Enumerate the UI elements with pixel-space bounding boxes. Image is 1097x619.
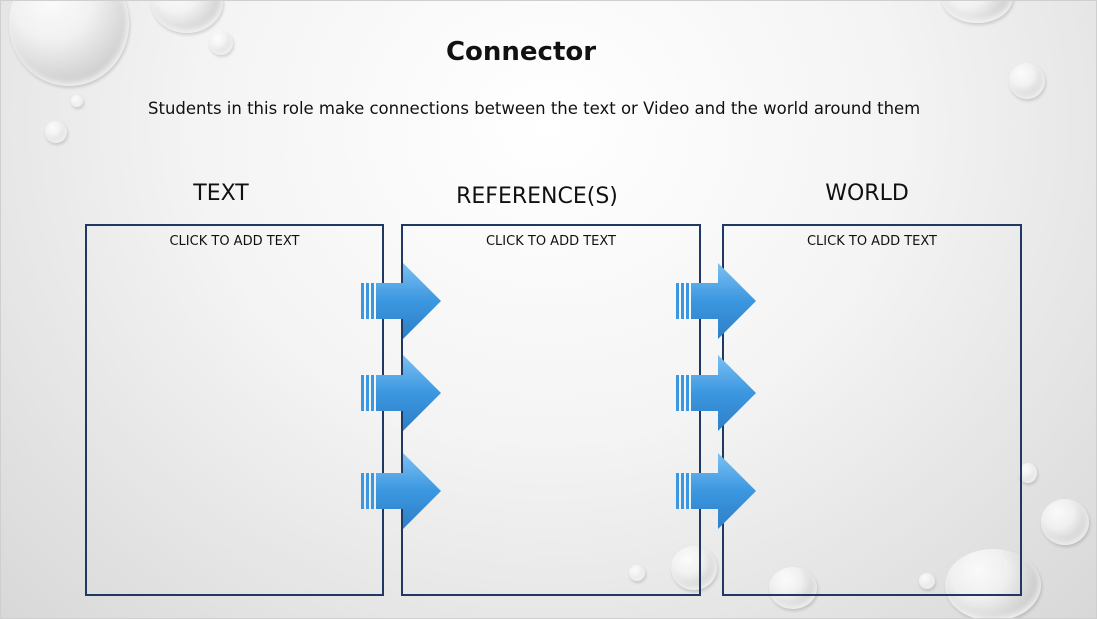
chevron-right-arrow-icon bbox=[676, 355, 756, 431]
world-box[interactable]: CLICK TO ADD TEXT bbox=[722, 224, 1022, 596]
column-heading-text[interactable]: TEXT bbox=[193, 181, 249, 206]
water-drop-decoration bbox=[769, 567, 817, 609]
water-drop-decoration bbox=[629, 565, 645, 581]
water-drop-decoration bbox=[1009, 63, 1045, 99]
references-box-placeholder[interactable]: CLICK TO ADD TEXT bbox=[485, 234, 616, 249]
chevron-right-arrow-icon bbox=[676, 453, 756, 529]
chevron-right-arrow-icon bbox=[361, 453, 441, 529]
chevron-right-arrow-icon bbox=[361, 263, 441, 339]
chevron-right-arrow-icon bbox=[676, 263, 756, 339]
text-box[interactable]: CLICK TO ADD TEXT bbox=[85, 224, 384, 596]
column-heading-references[interactable]: REFERENCE(S) bbox=[456, 184, 618, 209]
water-drop-decoration bbox=[71, 95, 83, 107]
water-drop-decoration bbox=[45, 121, 67, 143]
water-drop-decoration bbox=[1019, 463, 1037, 483]
water-drop-decoration bbox=[151, 1, 223, 33]
water-drop-decoration bbox=[919, 573, 935, 589]
water-drop-decoration bbox=[941, 1, 1013, 23]
chevron-right-arrow-icon bbox=[361, 355, 441, 431]
water-drop-decoration bbox=[1041, 499, 1089, 545]
references-box[interactable]: CLICK TO ADD TEXT bbox=[401, 224, 701, 596]
slide-subtitle[interactable]: Students in this role make connections b… bbox=[148, 99, 921, 118]
world-box-placeholder[interactable]: CLICK TO ADD TEXT bbox=[806, 234, 937, 249]
water-drop-decoration bbox=[945, 549, 1041, 618]
water-drop-decoration bbox=[209, 31, 233, 55]
water-drop-decoration bbox=[671, 546, 717, 590]
slide-title[interactable]: Connector bbox=[445, 37, 597, 67]
column-heading-world[interactable]: WORLD bbox=[825, 181, 909, 206]
text-box-placeholder[interactable]: CLICK TO ADD TEXT bbox=[169, 234, 300, 249]
